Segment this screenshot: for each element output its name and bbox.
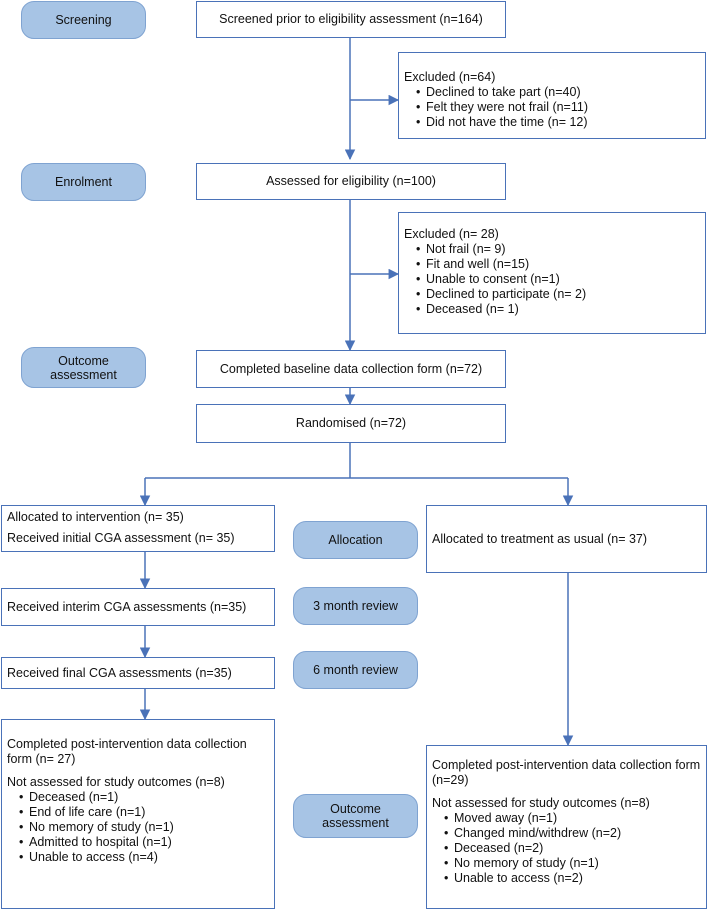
stage-screening: Screening xyxy=(21,1,146,39)
stage-outcome-assessment-top: Outcome assessment xyxy=(21,347,146,388)
post-left-list: Deceased (n=1) End of life care (n=1) No… xyxy=(7,790,269,865)
excluded-2-list: Not frail (n= 9) Fit and well (n=15) Una… xyxy=(404,242,700,317)
excluded-2-item: Declined to participate (n= 2) xyxy=(416,287,700,302)
stage-3-month-review: 3 month review xyxy=(293,587,418,625)
box-interim: Received interim CGA assessments (n=35) xyxy=(1,588,275,626)
box-post-left: Completed post-intervention data collect… xyxy=(1,719,275,909)
post-right-item: Deceased (n=2) xyxy=(444,841,701,856)
post-right-not-assessed: Not assessed for study outcomes (n=8) xyxy=(432,796,650,810)
post-left-completed: Completed post-intervention data collect… xyxy=(7,737,247,766)
post-right-item: No memory of study (n=1) xyxy=(444,856,701,871)
excluded-2-item: Fit and well (n=15) xyxy=(416,257,700,272)
post-left-not-assessed: Not assessed for study outcomes (n=8) xyxy=(7,775,225,789)
box-post-right: Completed post-intervention data collect… xyxy=(426,745,707,909)
stage-outcome-assessment-bottom: Outcome assessment xyxy=(293,794,418,838)
excluded-1-title: Excluded (n=64) xyxy=(404,70,496,84)
post-right-item: Changed mind/withdrew (n=2) xyxy=(444,826,701,841)
post-left-item: Unable to access (n=4) xyxy=(19,850,269,865)
post-right-completed: Completed post-intervention data collect… xyxy=(432,758,701,787)
box-excluded-1: Excluded (n=64) Declined to take part (n… xyxy=(398,52,706,139)
box-screened: Screened prior to eligibility assessment… xyxy=(196,1,506,38)
box-assessed: Assessed for eligibility (n=100) xyxy=(196,163,506,200)
box-baseline: Completed baseline data collection form … xyxy=(196,350,506,388)
box-final: Received final CGA assessments (n=35) xyxy=(1,657,275,689)
post-left-item: Deceased (n=1) xyxy=(19,790,269,805)
excluded-1-item: Declined to take part (n=40) xyxy=(416,85,700,100)
intervention-initial-cga: Received initial CGA assessment (n= 35) xyxy=(7,531,235,545)
excluded-2-title: Excluded (n= 28) xyxy=(404,227,499,241)
post-right-item: Unable to access (n=2) xyxy=(444,871,701,886)
excluded-2-item: Deceased (n= 1) xyxy=(416,302,700,317)
post-right-item: Moved away (n=1) xyxy=(444,811,701,826)
box-randomised: Randomised (n=72) xyxy=(196,404,506,443)
stage-6-month-review: 6 month review xyxy=(293,651,418,689)
excluded-1-item: Did not have the time (n= 12) xyxy=(416,115,700,130)
box-usual-care: Allocated to treatment as usual (n= 37) xyxy=(426,505,707,573)
intervention-allocated: Allocated to intervention (n= 35) xyxy=(7,510,184,524)
post-right-list: Moved away (n=1) Changed mind/withdrew (… xyxy=(432,811,701,886)
stage-enrolment: Enrolment xyxy=(21,163,146,201)
excluded-2-item: Unable to consent (n=1) xyxy=(416,272,700,287)
post-left-item: End of life care (n=1) xyxy=(19,805,269,820)
box-intervention: Allocated to intervention (n= 35) Receiv… xyxy=(1,505,275,552)
post-left-item: Admitted to hospital (n=1) xyxy=(19,835,269,850)
excluded-2-item: Not frail (n= 9) xyxy=(416,242,700,257)
box-excluded-2: Excluded (n= 28) Not frail (n= 9) Fit an… xyxy=(398,212,706,334)
post-left-item: No memory of study (n=1) xyxy=(19,820,269,835)
excluded-1-item: Felt they were not frail (n=11) xyxy=(416,100,700,115)
excluded-1-list: Declined to take part (n=40) Felt they w… xyxy=(404,85,700,130)
stage-allocation: Allocation xyxy=(293,521,418,559)
